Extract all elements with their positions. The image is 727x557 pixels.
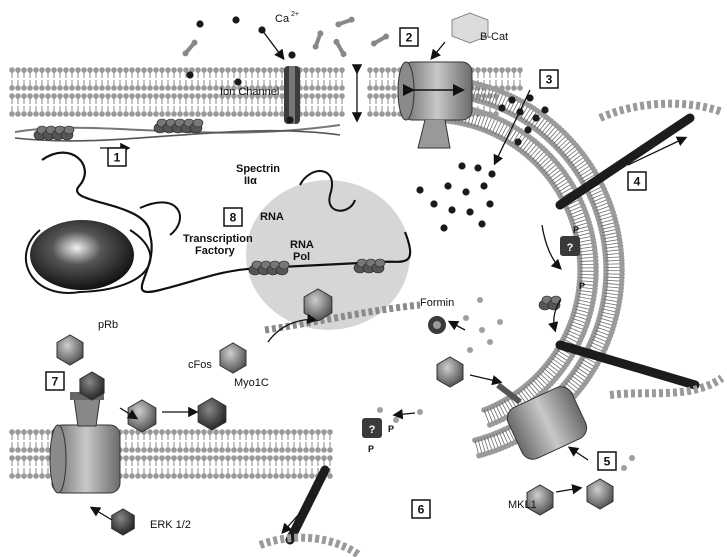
kinase-right-question: ? (567, 242, 574, 254)
cfos-label: cFos (188, 359, 212, 371)
calcium-charge-label: 2+ (291, 11, 299, 18)
kinase-bottom: ? (362, 418, 382, 438)
formin-protein (428, 316, 446, 334)
step-box-2: 2 (400, 28, 418, 46)
step-box-1: 1 (108, 148, 126, 166)
prb-label: pRb (98, 319, 118, 331)
myo1c-label: Myo1C (234, 377, 269, 389)
phospho-label-1: P (573, 225, 579, 235)
spectrin-label-line1: Spectrin (236, 163, 280, 175)
mechanosensitive-channel-top[interactable] (398, 62, 472, 148)
rna-pol-label-line1: RNA (290, 239, 314, 251)
prb-hex-protein (57, 335, 83, 365)
erk-label: ERK 1/2 (150, 519, 191, 531)
step-number-5: 5 (604, 455, 611, 469)
step-number-8: 8 (230, 211, 237, 225)
rna-pol-label-line2: Pol (293, 251, 310, 263)
step-box-8: 8 (224, 208, 242, 226)
transcription-label-line2: Factory (195, 245, 236, 257)
calcium-label: Ca (275, 13, 290, 25)
step-number-1: 1 (114, 151, 121, 165)
mechanosensitive-channel-bottom-left[interactable] (50, 392, 120, 493)
mkl1-label: MKL1 (508, 499, 537, 511)
phospho-label-3: P (388, 424, 394, 434)
step-box-4: 4 (628, 172, 646, 190)
transcription-label-line1: Transcription (183, 233, 253, 245)
chromatin-loop-1 (140, 202, 180, 235)
mkl1-hex-protein-cytoplasm (437, 357, 463, 387)
nucleolus (30, 220, 134, 290)
ion-channel[interactable] (284, 66, 300, 124)
erk-hex-protein-bottom (112, 509, 135, 535)
step-box-5: 5 (598, 452, 616, 470)
step-number-3: 3 (546, 73, 553, 87)
mkl1-hex-protein-2 (587, 479, 613, 509)
b-cat-label: B-Cat (480, 31, 508, 43)
formin-label: Formin (420, 297, 454, 309)
step-box-7: 7 (46, 372, 64, 390)
erk-hex-protein-3 (198, 398, 226, 430)
step-number-4: 4 (634, 175, 641, 189)
kinase-right: ? (560, 236, 580, 256)
spectrin-label-line2: IIα (244, 175, 257, 187)
phospho-label-2: P (579, 281, 585, 291)
step-box-6: 6 (412, 500, 430, 518)
kinase-bottom-question: ? (369, 424, 376, 436)
phospho-label-4: P (368, 444, 374, 454)
step-number-6: 6 (418, 503, 425, 517)
cfos-hex-protein (220, 343, 246, 373)
rna-label: RNA (260, 211, 284, 223)
step-number-7: 7 (52, 375, 59, 389)
ion-channel-label: Ion Channel (220, 86, 279, 98)
step-box-3: 3 (540, 70, 558, 88)
step-number-2: 2 (406, 31, 413, 45)
